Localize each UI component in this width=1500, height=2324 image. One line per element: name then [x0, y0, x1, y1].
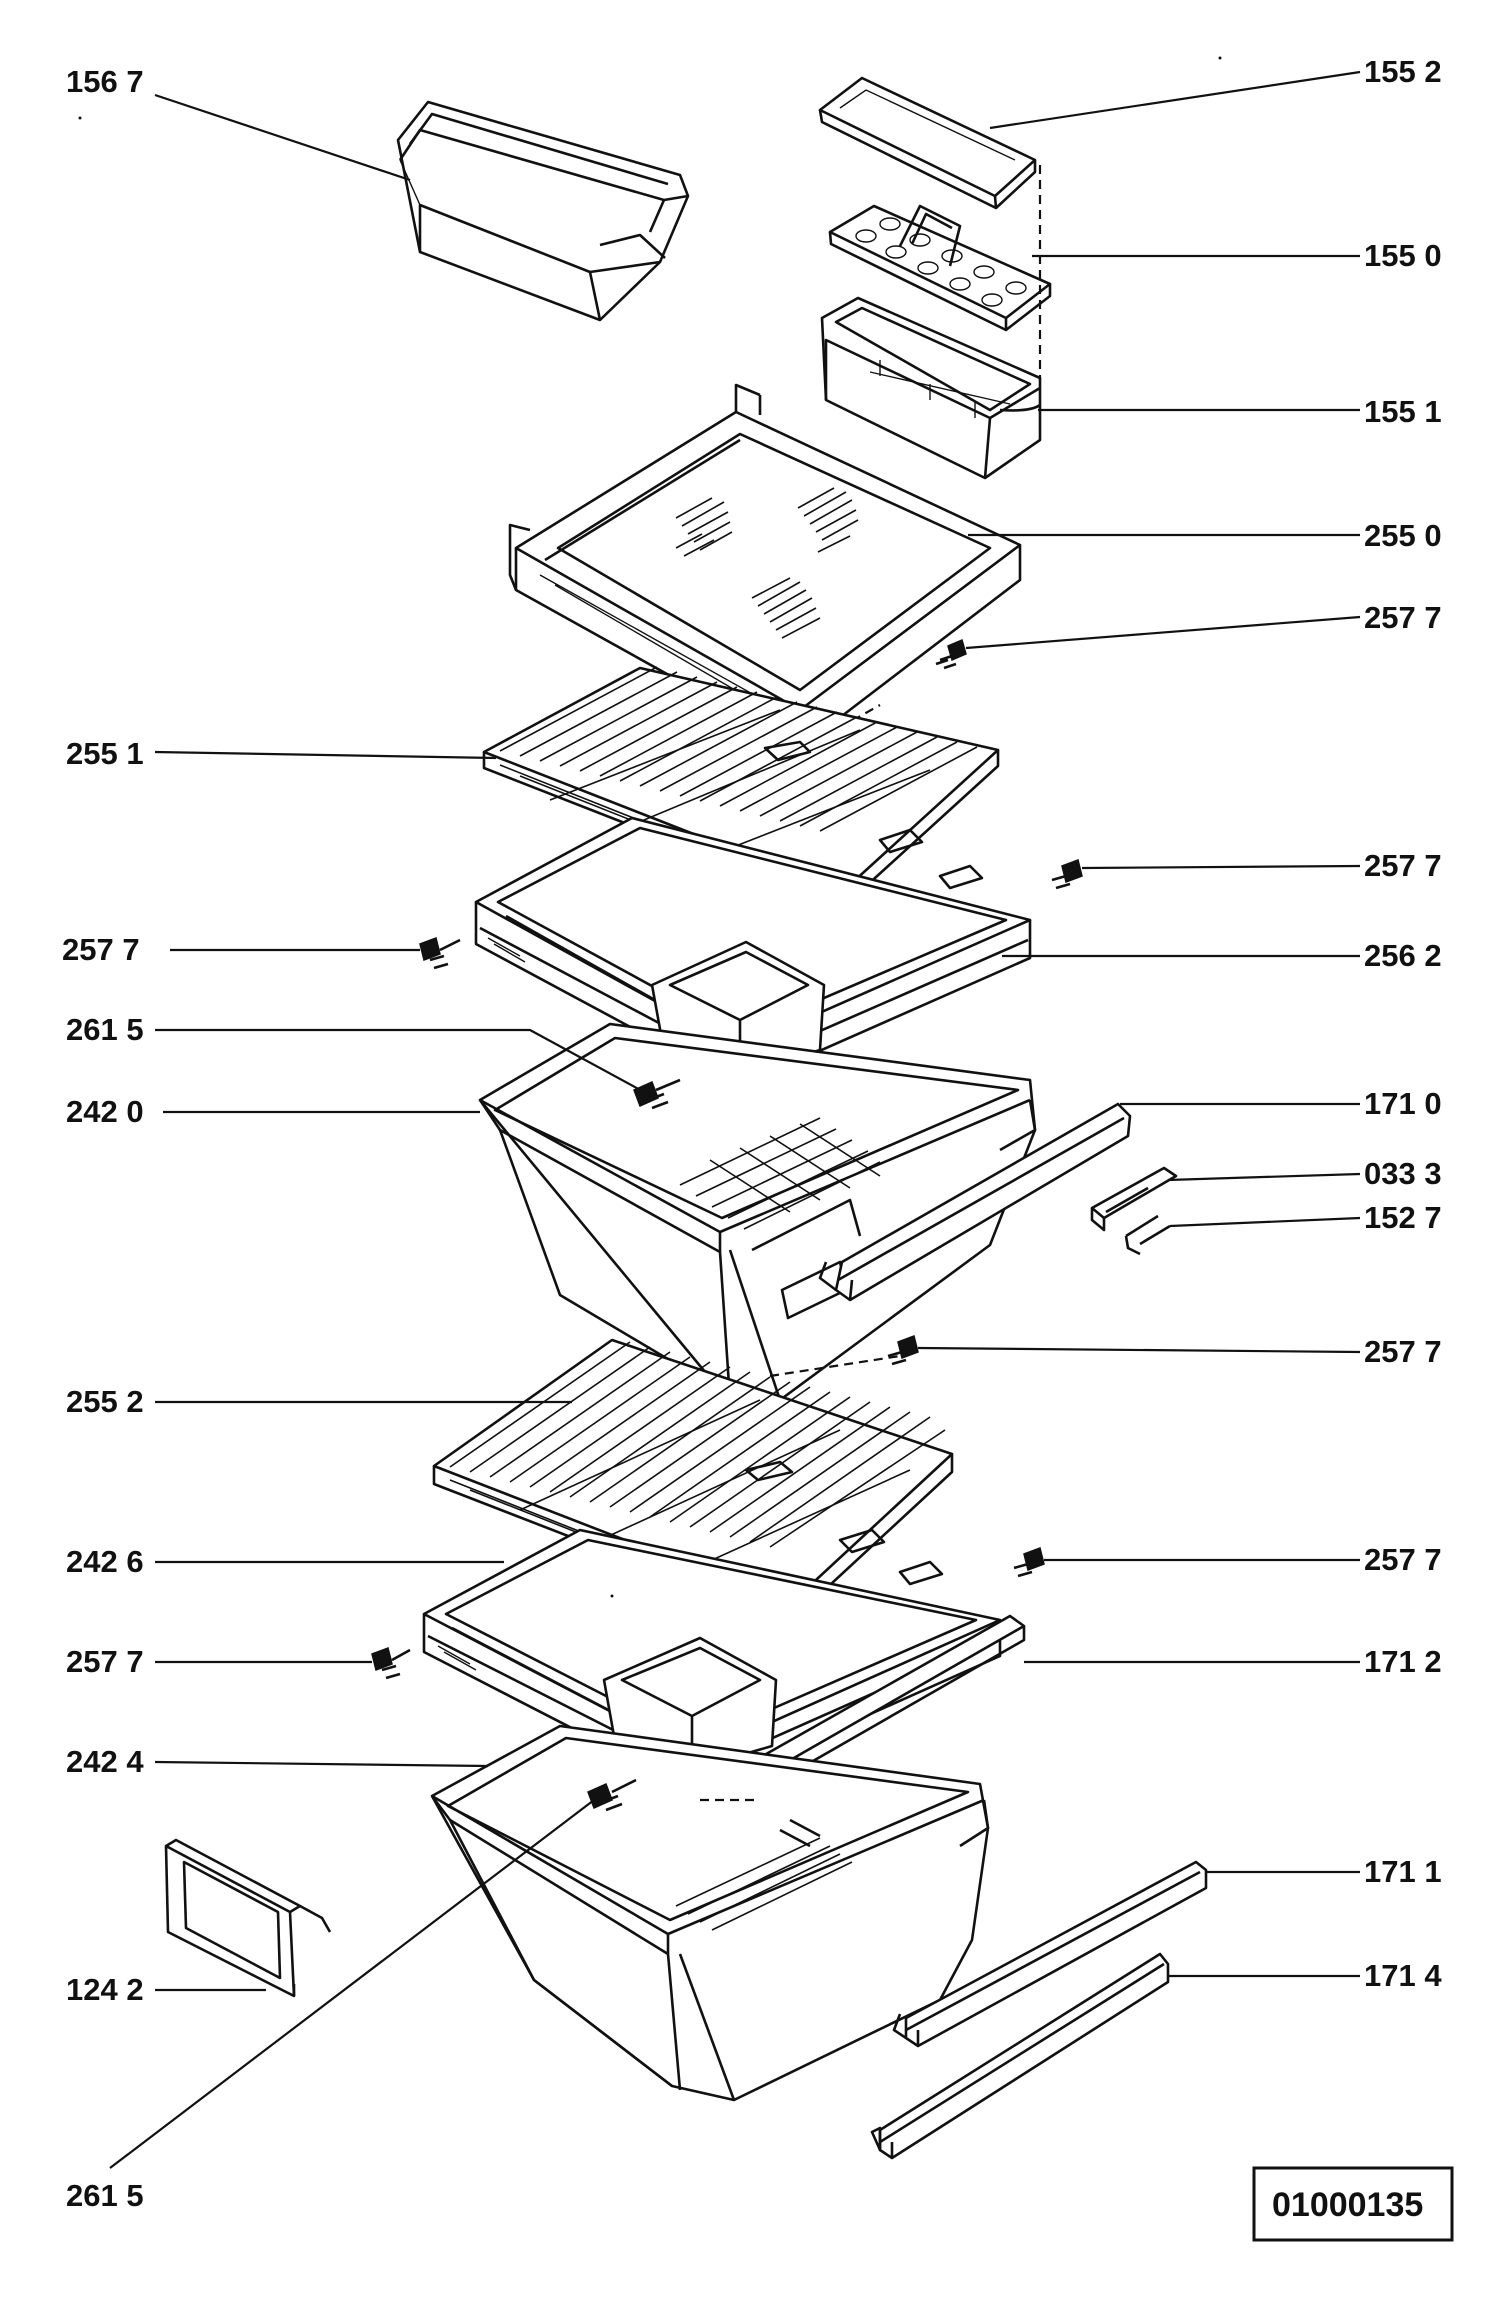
trim-bar-part-1711	[892, 1860, 1208, 2048]
scan-specks	[78, 56, 1222, 1598]
label-2577-e: 257 7	[1364, 1542, 1442, 1577]
label-2577-d: 257 7	[1364, 1334, 1442, 1369]
label-1712: 171 2	[1364, 1644, 1442, 1679]
egg-tray-part-1550	[828, 204, 1052, 332]
label-2550: 255 0	[1364, 518, 1442, 553]
leader-lines	[109, 70, 1361, 2169]
label-holder-part-1242	[164, 1838, 332, 1998]
label-2577-a: 257 7	[1364, 600, 1442, 635]
label-1710: 171 0	[1364, 1086, 1442, 1121]
screw-part-2577-e	[1013, 1547, 1045, 1578]
label-2420: 242 0	[66, 1094, 144, 1129]
diagram-code-box: 01000135	[1252, 2166, 1454, 2242]
label-2551: 255 1	[66, 736, 144, 771]
label-2577-c: 257 7	[62, 932, 140, 967]
label-1567: 156 7	[66, 64, 144, 99]
upper-trim-bar-part-1710	[818, 1102, 1132, 1302]
label-2424: 242 4	[66, 1744, 144, 1779]
label-2562: 256 2	[1364, 938, 1442, 973]
label-2615-a: 261 5	[66, 1012, 144, 1047]
assembly-line-upper	[769, 1354, 901, 1378]
top-shelf-part-2550	[508, 383, 1022, 750]
label-1527: 152 7	[1364, 1200, 1442, 1235]
screw-part-2577-b	[1051, 859, 1083, 890]
egg-tray-cover-part-1552	[818, 76, 1037, 210]
lower-crisper-drawer-part-2424	[430, 1724, 990, 2102]
egg-bin-part-1551	[820, 296, 1042, 480]
trim-bar-part-1714	[870, 1952, 1170, 2160]
label-2615-b: 261 5	[66, 2178, 144, 2213]
diagram-code: 01000135	[1272, 2186, 1423, 2224]
screw-part-2577-f	[371, 1647, 411, 1680]
label-1714: 171 4	[1364, 1958, 1442, 1993]
screw-part-2577-a	[935, 638, 967, 670]
label-1242: 124 2	[66, 1972, 144, 2007]
label-1551: 155 1	[1364, 394, 1442, 429]
door-bin-part-1567	[396, 100, 690, 322]
label-1550: 155 0	[1364, 238, 1442, 273]
label-1711: 171 1	[1364, 1854, 1442, 1889]
clip-part-1527	[1124, 1214, 1171, 1256]
label-2577-f: 257 7	[66, 1644, 144, 1679]
part-labels: 156 7 155 2 155 0 155 1 255 0 257 7 255 …	[62, 54, 1442, 2213]
label-1552: 155 2	[1364, 54, 1442, 89]
bracket-part-0333	[1090, 1166, 1178, 1232]
label-2552: 255 2	[66, 1384, 144, 1419]
screw-part-2615-a	[633, 1078, 681, 1110]
label-2577-b: 257 7	[1364, 848, 1442, 883]
label-2426: 242 6	[66, 1544, 144, 1579]
screw-part-2577-d	[887, 1335, 919, 1366]
label-0333: 033 3	[1364, 1156, 1442, 1191]
screw-part-2577-c	[419, 937, 461, 970]
